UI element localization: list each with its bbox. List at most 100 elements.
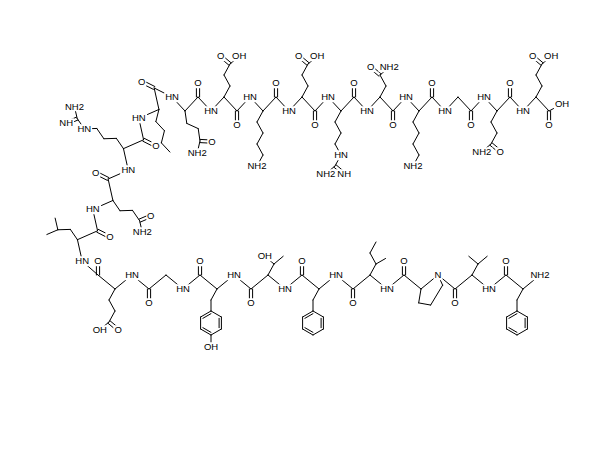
atom-label: OH (554, 99, 570, 109)
atom-label: O (193, 78, 202, 88)
atom-label: O (137, 77, 146, 87)
atom-label: NH2 (379, 63, 400, 73)
atom-label: OH (543, 52, 559, 62)
bond-line (323, 317, 324, 329)
atom-label: NH (336, 169, 352, 179)
bond-line (219, 318, 220, 327)
atom-label: HN (481, 284, 497, 294)
bond-line (455, 275, 472, 289)
bond-line (302, 275, 319, 289)
bond-line (156, 109, 159, 121)
bond-line (224, 75, 230, 86)
bond-line (185, 111, 187, 123)
atom-label: HN (76, 124, 92, 134)
atom-label: NH2 (246, 161, 267, 171)
bond-line (380, 86, 386, 97)
bond-line (154, 88, 159, 109)
bond-line (536, 86, 542, 97)
bond-line (536, 97, 549, 111)
bond-line (77, 231, 97, 240)
bond-line (185, 97, 198, 111)
atom-label: NH2 (132, 228, 153, 238)
atom-label: OH (203, 342, 219, 352)
bond-line (413, 144, 419, 155)
atom-label: O (388, 120, 397, 130)
bond-line (335, 133, 341, 144)
atom-label: HN (398, 92, 414, 102)
atom-label: O (151, 141, 160, 151)
bond-line (413, 122, 419, 133)
bond-line (497, 97, 510, 111)
bond-line (413, 111, 419, 122)
bond-line (517, 289, 523, 300)
bond-line (104, 138, 116, 139)
bond-line (419, 303, 431, 305)
atom-label: O (113, 325, 122, 335)
atom-label: O (105, 232, 114, 242)
atom-label: O (271, 78, 280, 88)
bond-line (313, 329, 323, 335)
bond-line (203, 314, 211, 319)
bond-line (509, 314, 517, 319)
bond-line (305, 328, 313, 333)
bond-line (380, 75, 386, 86)
bond-line (251, 275, 268, 289)
bond-line (536, 75, 542, 86)
atom-label: HN (164, 92, 180, 102)
bond-line (478, 256, 487, 264)
bond-line (263, 97, 276, 111)
bond-line (472, 264, 478, 275)
bond-line (257, 122, 263, 133)
atom-label: O (450, 298, 459, 308)
atom-label: HN (124, 270, 140, 280)
atom-label: O (528, 52, 537, 62)
bond-line (108, 179, 113, 200)
bond-line (419, 97, 432, 111)
atom-label: OH (257, 252, 273, 262)
bond-line (335, 111, 341, 122)
atom-label: OH (231, 52, 247, 62)
atom-label: O (310, 120, 319, 130)
bond-line (335, 122, 341, 133)
bond-line (161, 131, 164, 143)
atom-label: O (91, 168, 100, 178)
bond-line (506, 275, 523, 289)
bond-line (313, 300, 314, 311)
bond-line (527, 317, 528, 329)
atom-label: O (349, 78, 358, 88)
bond-line (458, 97, 471, 111)
bond-line (370, 242, 376, 253)
atom-label: HN (175, 284, 191, 294)
bond-line (224, 86, 230, 97)
atom-label: HN (242, 92, 258, 102)
bond-line (419, 289, 421, 303)
atom-label: OH (309, 52, 325, 62)
atom-label: HN (359, 106, 375, 116)
bond-line (305, 314, 313, 319)
bond-line (302, 75, 308, 86)
atom-label: O (427, 78, 436, 88)
atom-label: HN (85, 205, 101, 215)
bond-line (517, 311, 527, 317)
bond-line (313, 311, 323, 317)
bond-line (268, 264, 274, 275)
atom-label: O (246, 298, 255, 308)
atom-label: O (505, 78, 514, 88)
atom-label: O (144, 298, 153, 308)
atom-label: HN (203, 106, 219, 116)
atom-label: HN (281, 106, 297, 116)
atom-label: HN (515, 106, 531, 116)
atom-label: NH2 (529, 270, 550, 280)
bond-line (70, 229, 77, 239)
bond-line (123, 140, 143, 149)
atom-label: HN (328, 270, 344, 280)
atom-label: O (216, 52, 225, 62)
bond-line (380, 97, 393, 111)
atom-label: O (207, 137, 216, 147)
bond-line (525, 318, 526, 327)
bond-line (161, 143, 170, 152)
atom-label: O (348, 298, 357, 308)
bond-line (491, 111, 497, 122)
bond-line (313, 289, 319, 300)
